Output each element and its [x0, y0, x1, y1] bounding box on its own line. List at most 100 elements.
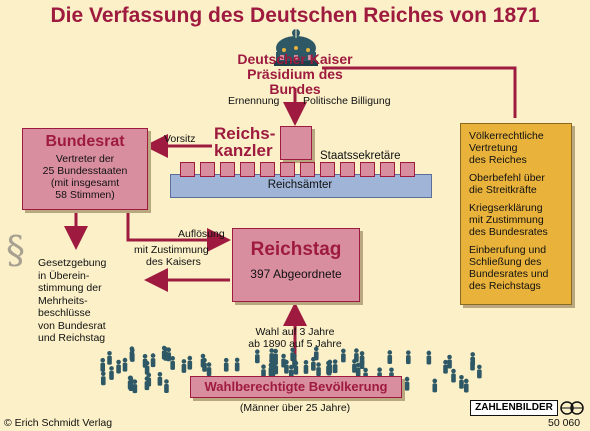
person-silhouette — [107, 350, 112, 365]
power-line: Völkerrechtliche — [469, 130, 544, 142]
power-line: Oberbefehl über — [469, 172, 545, 184]
person-silhouette — [127, 375, 133, 390]
person-silhouette — [284, 359, 289, 374]
wahl-label: Wahl auf 3 Jahre ab 1890 auf 5 Jahre — [230, 326, 360, 350]
gesetzgebung-text: Gesetzgebung in Überein- stimmung der Me… — [38, 257, 106, 345]
staatssekretaer-block — [300, 162, 315, 177]
person-silhouette — [447, 354, 452, 369]
person-silhouette — [316, 362, 321, 377]
power-line: des Reichstags — [469, 280, 541, 292]
person-silhouette — [273, 348, 278, 363]
person-silhouette — [459, 374, 464, 389]
staatssekretaer-block — [320, 162, 335, 177]
publisher-label: © Erich Schmidt Verlag — [4, 417, 113, 429]
wahl-line2: ab 1890 auf 5 Jahre — [248, 338, 342, 350]
person-silhouette — [269, 348, 275, 363]
person-silhouette — [406, 350, 411, 365]
power-line: des Reiches — [469, 154, 527, 166]
power-item: Kriegserklärung mit Zustimmung des Bunde… — [469, 202, 565, 238]
gesetz-line: beschlüsse — [38, 307, 91, 319]
label-mit-zustimmung: mit Zustimmung — [134, 244, 209, 256]
people-silhouettes — [0, 340, 590, 400]
gesetz-line: von Bundesrat — [38, 319, 106, 332]
reichsaemter-group: Reichsämter — [170, 162, 432, 198]
bundesrat-line: 58 Stimmen) — [55, 189, 115, 201]
person-silhouette — [451, 368, 456, 383]
reichstag-title: Reichstag — [250, 239, 342, 260]
bevoelkerung-subtitle: (Männer über 25 Jahre) — [239, 402, 351, 414]
kaiser-block: Deutscher Kaiser Präsidium des Bundes — [220, 52, 370, 97]
people-crowd — [100, 345, 482, 394]
staatssekretaere-label: Staatssekretäre — [320, 150, 401, 162]
person-silhouette — [157, 371, 163, 386]
reichstag-subtitle: 397 Abgeordnete — [250, 267, 342, 281]
person-silhouette — [404, 376, 410, 391]
person-silhouette — [359, 355, 365, 370]
power-line: die Streitkräfte — [469, 184, 537, 196]
gesetz-line: Gesetzgebung — [38, 257, 107, 269]
staatssekretaer-block — [220, 162, 235, 177]
bevoelkerung-box: Wahlberechtigte Bevölkerung — [190, 376, 402, 398]
power-item: Oberbefehl über die Streitkräfte — [469, 172, 565, 196]
staatssekretaere-row — [180, 162, 420, 177]
crown-icon — [274, 28, 318, 66]
reichskanzler-box — [280, 126, 312, 160]
power-item: Einberufung und Schließung des Bundesrat… — [469, 244, 565, 292]
person-silhouette — [234, 357, 240, 372]
reichskanzler-label: Reichs- kanzler — [214, 125, 275, 159]
staatssekretaer-block — [360, 162, 375, 177]
person-silhouette — [477, 364, 482, 379]
bundesrat-line: Vertreter der — [55, 153, 115, 165]
person-silhouette — [164, 379, 169, 394]
gesetz-line: und Reichstag — [38, 332, 106, 344]
reichsaemter-label: Reichsämter — [267, 179, 333, 191]
bevoelkerung-title: Wahlberechtigte Bevölkerung — [204, 379, 388, 394]
wahl-line1: Wahl auf 3 Jahre — [255, 326, 335, 338]
person-silhouette — [303, 360, 309, 374]
person-silhouette — [100, 357, 106, 372]
person-silhouette — [223, 357, 229, 372]
power-item: Völkerrechtliche Vertretung des Reiches — [469, 130, 565, 166]
person-silhouette — [463, 378, 469, 393]
person-silhouette — [290, 347, 295, 362]
person-silhouette — [313, 346, 319, 361]
person-silhouette — [130, 348, 135, 362]
person-silhouette — [261, 364, 266, 379]
person-silhouette — [170, 356, 175, 370]
zahlenbilder-brand: ZAHLENBILDER — [470, 400, 558, 416]
power-line: Bundesrates und — [469, 268, 549, 280]
person-silhouette — [202, 357, 207, 372]
gesetz-line: Mehrheits- — [38, 294, 88, 307]
arrow-aufloesung — [126, 206, 231, 252]
person-silhouette — [387, 350, 393, 364]
person-silhouette — [116, 359, 121, 374]
person-silhouette — [109, 366, 114, 380]
paragraph-icon: § — [6, 228, 25, 272]
bundesrat-line: (mit insgesamt — [50, 177, 120, 189]
bundesrat-details: Vertreter der 25 Bundesstaaten (mit insg… — [23, 153, 147, 201]
person-silhouette — [187, 355, 193, 370]
person-silhouette — [150, 353, 156, 368]
power-line: des Bundesrates — [469, 226, 548, 238]
person-silhouette — [355, 362, 361, 377]
person-silhouette — [161, 345, 167, 360]
person-silhouette — [206, 362, 212, 377]
kaiser-powers-box: Völkerrechtliche Vertretung des Reiches … — [460, 123, 572, 305]
page-title: Die Verfassung des Deutschen Reiches von… — [50, 4, 540, 27]
gesetz-line: in Überein- — [38, 269, 90, 282]
label-ernennung: Ernennung — [228, 95, 280, 107]
person-silhouette — [144, 376, 150, 391]
staatssekretaer-block — [240, 162, 255, 177]
label-aufloesung: Auflösung — [178, 228, 225, 240]
person-silhouette — [443, 359, 448, 374]
person-silhouette — [293, 360, 299, 375]
reichstag-box: Reichstag 397 Abgeordnete — [232, 228, 360, 302]
label-politische-billigung: Politische Billigung — [303, 95, 391, 107]
gesetz-line: stimmung der — [38, 282, 102, 294]
staatssekretaer-block — [340, 162, 355, 177]
reichskanzler-line2: kanzler — [214, 141, 273, 160]
staatssekretaer-block — [200, 162, 215, 177]
staatssekretaer-block — [260, 162, 275, 177]
power-line: mit Zustimmung — [469, 214, 544, 226]
